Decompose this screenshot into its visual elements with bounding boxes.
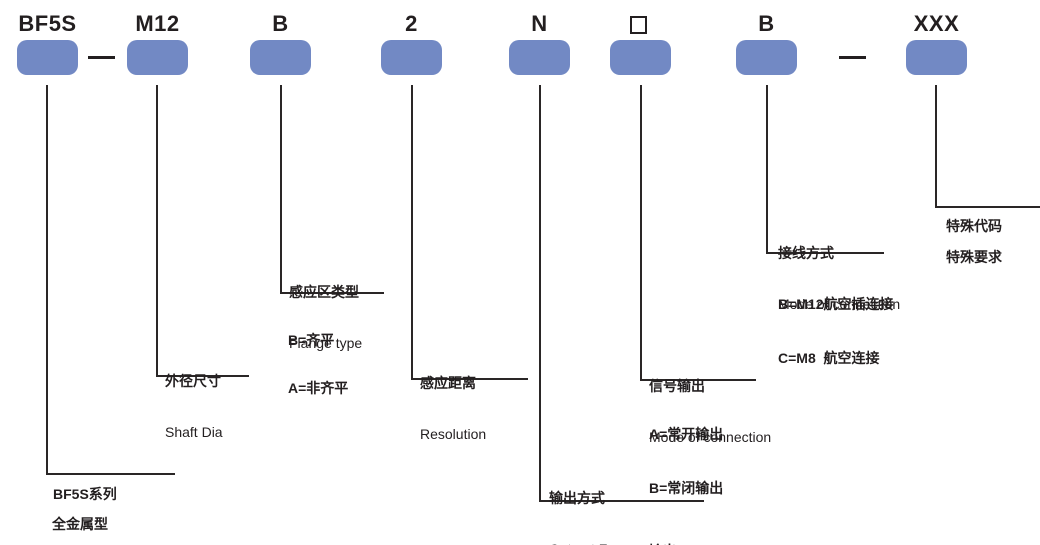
segment-code-connection: B — [758, 11, 775, 36]
segment-code-output-form: N — [531, 11, 548, 36]
underline-resolution — [411, 378, 528, 380]
segment-box-signal — [610, 40, 671, 75]
segment-label-zh-connection: 接线方式 — [778, 245, 834, 261]
connector-line-resolution — [411, 85, 413, 378]
value-key: N — [553, 542, 615, 545]
segment-label-zh-flange: 感应区类型 — [289, 284, 359, 300]
underline-output-form — [539, 500, 704, 502]
underline-flange — [280, 292, 384, 294]
segment-code-resolution: 2 — [405, 11, 418, 36]
segment-box-output-form — [509, 40, 570, 75]
segment-label-zh-signal: 信号输出 — [649, 378, 705, 394]
segment-label-en-flange: Flange type — [289, 335, 363, 351]
segment-box-m12 — [127, 40, 188, 75]
segment-label-en-m12: Shaft Dia — [165, 424, 223, 440]
segment-label-zh-special: 特殊代码 — [946, 218, 1002, 234]
segment-box-resolution — [381, 40, 442, 75]
segment-label-zh-resolution: 感应距离 — [420, 375, 476, 391]
placeholder-square-icon — [630, 16, 647, 34]
segment-value: B=齐平 — [288, 332, 335, 348]
segment-box-connection — [736, 40, 797, 75]
connector-line-output-form — [539, 85, 541, 500]
segment-value: A=非齐平 — [288, 380, 349, 396]
segment-value: C=M8 航空连接 — [778, 350, 880, 366]
segment-code-flange: B — [272, 11, 289, 36]
connector-line-m12 — [156, 85, 158, 375]
segment-value: 特殊要求 — [946, 249, 1002, 265]
segment-code-bf5s: BF5S — [18, 11, 77, 36]
connector-line-bf5s — [46, 85, 48, 473]
segment-box-bf5s — [17, 40, 78, 75]
segment-value-row: NNPN 输出 — [553, 542, 676, 545]
value-desc: NPN 输出 — [615, 543, 676, 545]
connector-line-special — [935, 85, 937, 206]
connector-line-connection — [766, 85, 768, 252]
connector-line-flange — [280, 85, 282, 292]
segment-label-zh-bf5s: BF5S系列 — [53, 486, 117, 502]
dash-separator — [839, 56, 866, 59]
underline-special — [935, 206, 1040, 208]
segment-value: B=常闭输出 — [649, 480, 724, 496]
segment-label-zh-m12: 外径尺寸 — [165, 373, 221, 389]
segment-label-en-output-form: Out put Form — [549, 541, 631, 545]
segment-value: 全金属型 — [52, 516, 108, 532]
segment-code-m12: M12 — [135, 11, 180, 36]
segment-label-en-signal: Mode of connection — [649, 429, 772, 445]
connector-line-signal — [640, 85, 642, 379]
segment-label-en-connection: Mode of connection — [778, 296, 901, 312]
segment-value: B=M12航空插连接 — [778, 296, 894, 312]
segment-label-en-resolution: Resolution — [420, 426, 487, 442]
segment-label-zh-output-form: 输出方式 — [549, 490, 605, 506]
segment-box-flange — [250, 40, 311, 75]
underline-m12 — [156, 375, 249, 377]
dash-separator — [88, 56, 115, 59]
segment-value: A=常开输出 — [649, 426, 724, 442]
segment-code-special: XXX — [913, 11, 960, 36]
segment-box-special — [906, 40, 967, 75]
underline-signal — [640, 379, 756, 381]
underline-bf5s — [46, 473, 175, 475]
underline-connection — [766, 252, 884, 254]
